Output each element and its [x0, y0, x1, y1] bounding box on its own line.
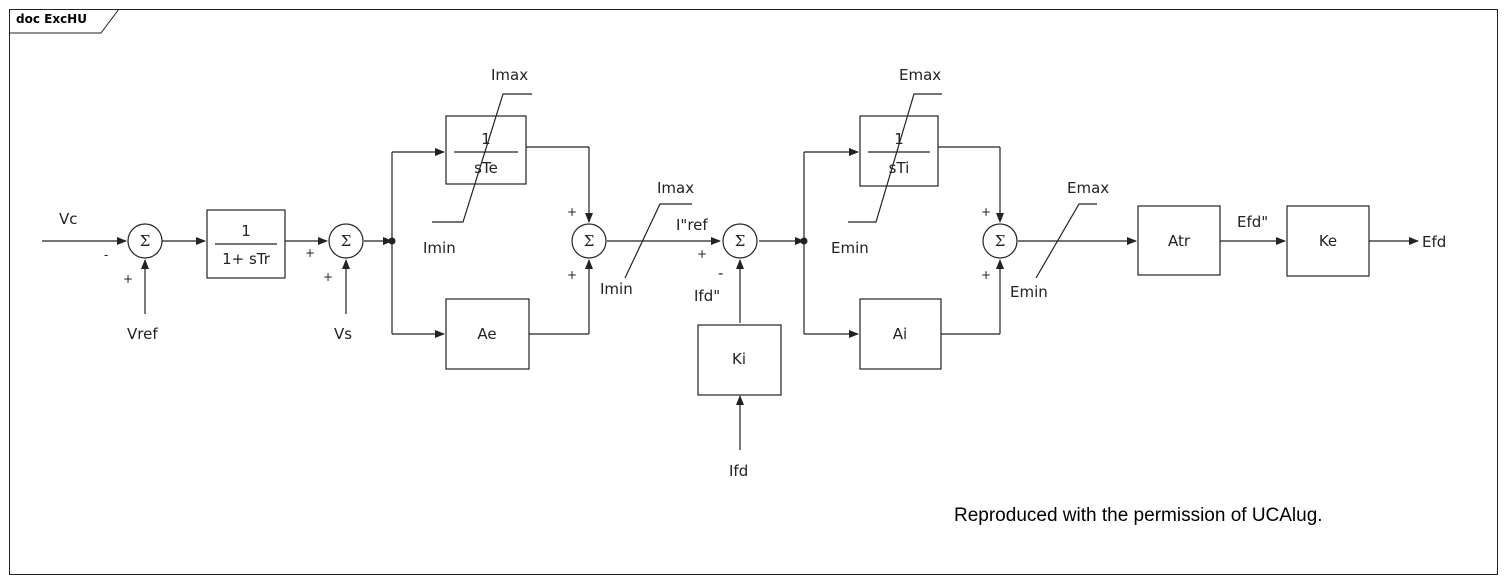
transducer-block	[206, 209, 286, 279]
sti-integrator-block	[859, 115, 939, 187]
ai-label: Ai	[893, 325, 907, 343]
sum-symbol-1: Σ	[140, 232, 151, 250]
sign-plus-sum4-left: +	[697, 247, 707, 261]
ke-label: Ke	[1319, 232, 1337, 250]
branch-point-1	[388, 237, 396, 245]
label-imax-upper: Imax	[491, 66, 528, 84]
label-emin-upper: Emin	[831, 239, 869, 257]
label-imax-limiter: Imax	[657, 179, 694, 197]
frame-title: doc ExcHU	[16, 12, 87, 26]
label-ifd-pp: Ifd"	[694, 287, 720, 305]
sign-plus-vref: +	[123, 272, 133, 286]
sum-junction-5	[982, 223, 1018, 259]
branch-point-2	[800, 237, 808, 245]
frame-tab	[9, 9, 120, 34]
ae-label: Ae	[477, 325, 496, 343]
sum-symbol-5: Σ	[995, 232, 1006, 250]
label-imin-upper: Imin	[423, 239, 456, 257]
sign-minus-sum4-bottom: -	[718, 264, 723, 282]
atr-label: Atr	[1168, 232, 1191, 250]
label-emax-upper: Emax	[899, 66, 941, 84]
ae-gain-block	[445, 298, 530, 370]
te-numerator: 1	[481, 130, 491, 148]
ke-block	[1286, 205, 1370, 277]
label-emax-limiter: Emax	[1067, 179, 1109, 197]
sign-plus-sum5-bottom: +	[981, 268, 991, 282]
atr-block	[1137, 205, 1221, 276]
ki-gain-block	[697, 324, 782, 396]
label-vc: Vc	[59, 210, 78, 228]
tr-denominator: 1+ sTr	[222, 250, 271, 268]
label-vs: Vs	[334, 325, 352, 343]
sign-plus-sum3-bottom: +	[567, 268, 577, 282]
label-efd: Efd	[1422, 233, 1446, 251]
label-imin-limiter: Imin	[600, 280, 633, 298]
label-efd-pp: Efd"	[1237, 213, 1268, 231]
sum-junction-4	[722, 223, 758, 259]
ste-integrator-block	[445, 115, 527, 185]
sum-junction-1	[127, 223, 163, 259]
ai-gain-block	[859, 298, 942, 370]
permission-note: Reproduced with the permission of UCAlug…	[954, 505, 1323, 526]
ki-label: Ki	[732, 350, 746, 368]
diagram-frame	[9, 9, 1498, 575]
tr-numerator: 1	[241, 222, 251, 240]
sum-symbol-3: Σ	[584, 232, 595, 250]
sign-plus-sum2-left: +	[305, 246, 315, 260]
sign-plus-vs: +	[323, 270, 333, 284]
label-iref: I"ref	[676, 216, 708, 234]
sign-plus-sum5-top: +	[981, 205, 991, 219]
sign-minus-vc: -	[104, 248, 108, 262]
te-denominator: sTe	[474, 159, 498, 177]
label-vref: Vref	[127, 325, 158, 343]
sum-symbol-4: Σ	[735, 232, 746, 250]
sum-junction-3	[571, 223, 607, 259]
sum-symbol-2: Σ	[341, 232, 352, 250]
sign-plus-sum3-top: +	[567, 205, 577, 219]
ti-numerator: 1	[894, 130, 904, 148]
sum-junction-2	[328, 223, 364, 259]
label-ifd: Ifd	[729, 462, 748, 480]
label-emin-limiter: Emin	[1010, 283, 1048, 301]
ti-denominator: sTi	[889, 159, 910, 177]
